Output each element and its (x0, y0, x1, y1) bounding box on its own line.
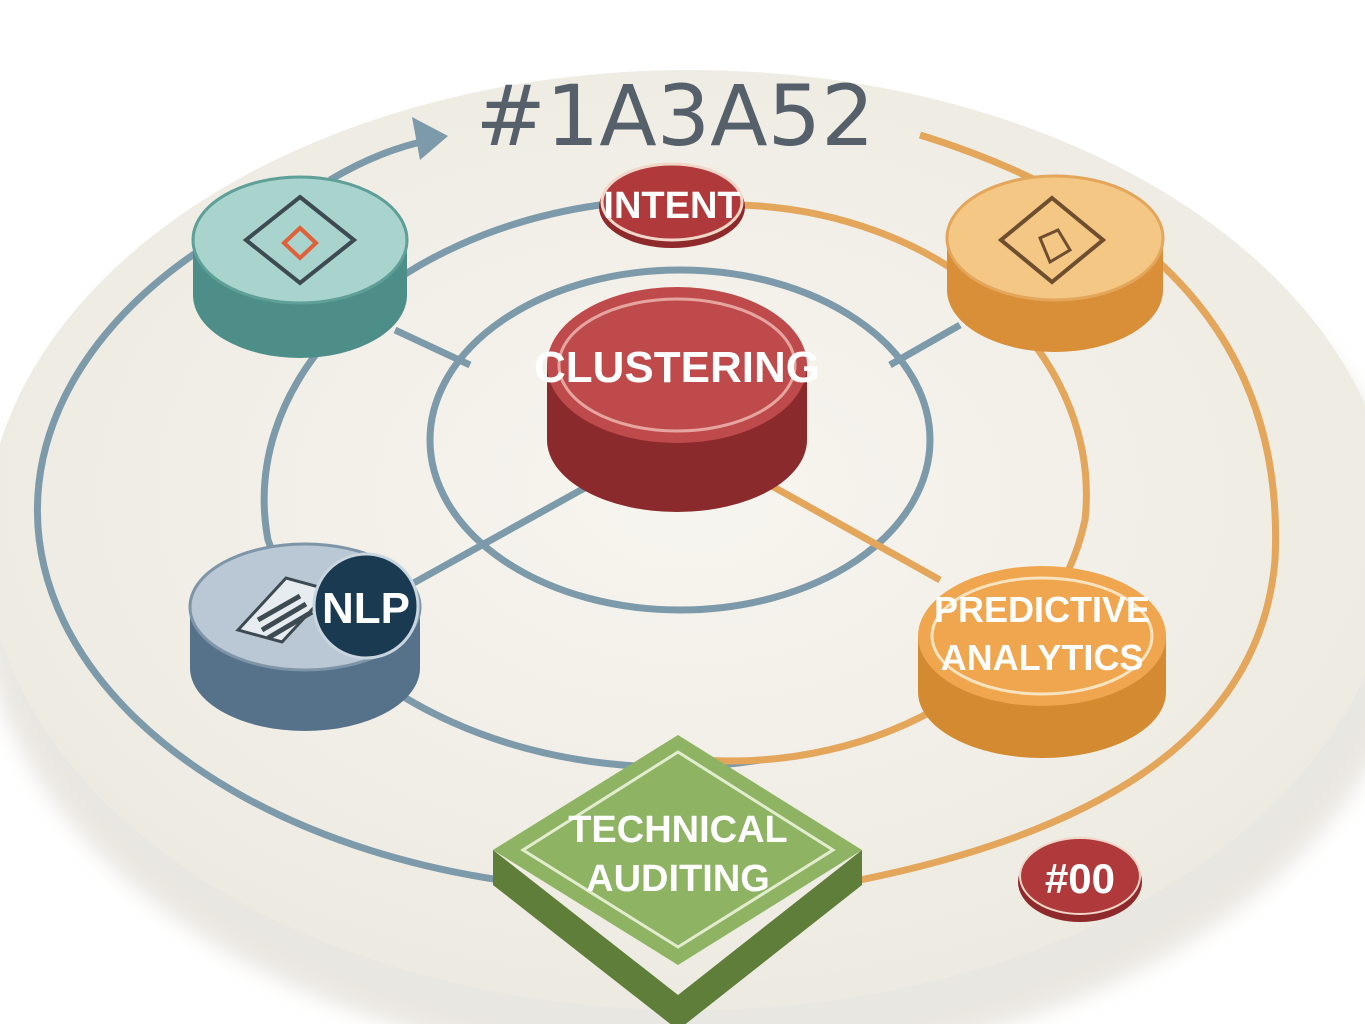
diagram-title: #1A3A52 (475, 67, 874, 165)
node-top-left[interactable] (191, 175, 409, 358)
predictive-label-line1: PREDICTIVE (934, 589, 1150, 630)
hub-label: CLUSTERING (534, 343, 820, 392)
node-top-right[interactable] (945, 174, 1165, 352)
corner-badge[interactable]: #00 (1018, 837, 1142, 922)
spoke-predictive (768, 481, 942, 584)
outer-ring-blue (33, 247, 501, 884)
middle-ring-orange (699, 201, 1090, 765)
node-nlp[interactable]: NLP (188, 542, 422, 731)
spoke-top-right (888, 321, 962, 369)
arrow-head-icon (412, 117, 448, 160)
spoke-top-left (393, 326, 472, 369)
spoke-nlp (408, 481, 592, 589)
intent-label: INTENT (603, 185, 740, 227)
intent-badge[interactable]: INTENT (599, 162, 745, 248)
predictive-label-line2: ANALYTICS (941, 637, 1144, 678)
technical-label-line2: AUDITING (586, 858, 770, 900)
node-technical-auditing[interactable]: TECHNICAL AUDITING (493, 735, 862, 1024)
nlp-label: NLP (322, 584, 410, 633)
hub-clustering[interactable]: CLUSTERING (534, 287, 820, 512)
corner-badge-label: #00 (1045, 855, 1115, 902)
technical-label-line1: TECHNICAL (568, 809, 788, 851)
inner-ring (426, 266, 934, 614)
diamond-square-icon (242, 194, 358, 286)
diamond-layers-icon (997, 195, 1107, 285)
node-predictive-analytics[interactable]: PREDICTIVE ANALYTICS (918, 566, 1166, 758)
middle-ring-blue (260, 201, 761, 771)
